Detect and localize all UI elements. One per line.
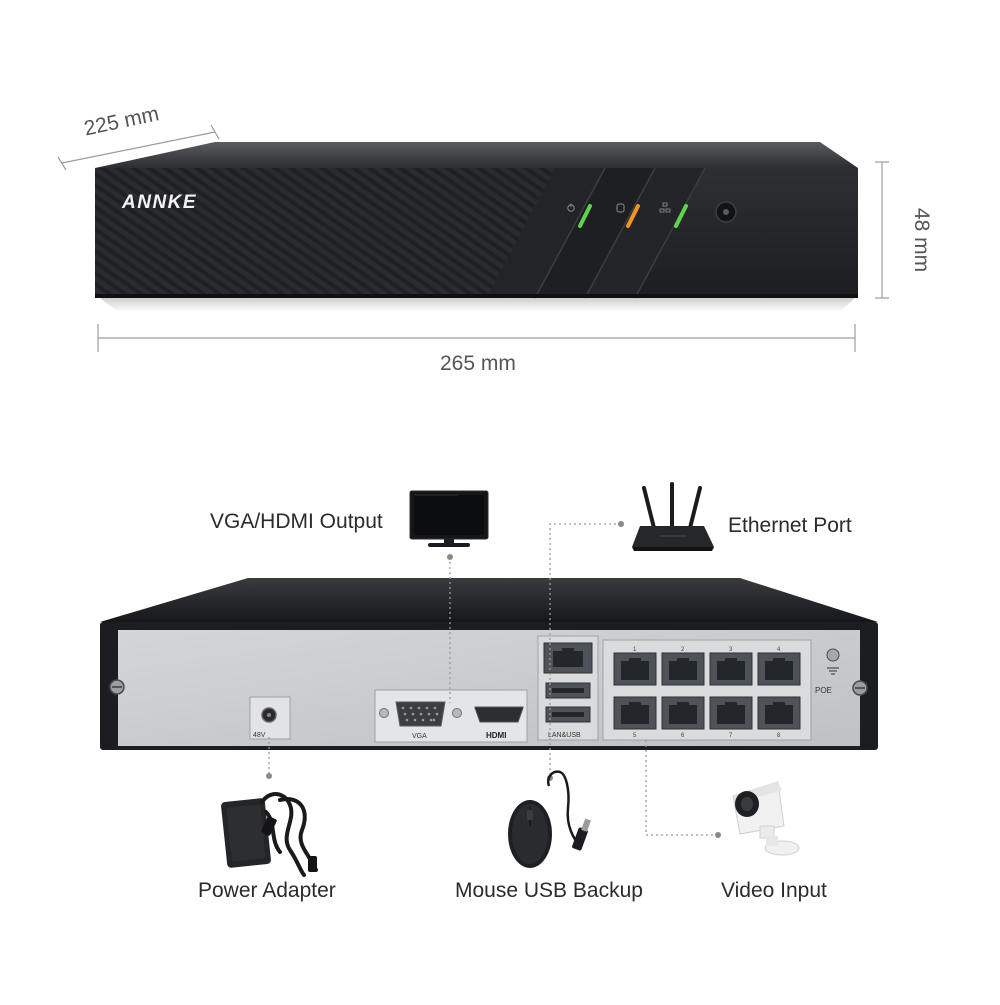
power-input-port: 48V [249,696,291,740]
hdd-led [626,204,640,228]
poe-port-number: 8 [777,733,781,739]
poe-port [661,652,705,686]
mouse-usb-backup-label: Mouse USB Backup [455,879,643,902]
connector-dots [266,521,721,838]
vga-port-label: VGA [412,733,427,740]
network-led [674,204,688,228]
poe-port-number: 7 [729,733,733,739]
height-dimension-label: 48 mm [910,207,933,273]
dimension-lines [57,124,889,352]
hdmi-port: HDMI [474,706,524,740]
nvr-top-lid [95,142,858,168]
ethernet-port-label: Ethernet Port [728,514,852,537]
power-led [578,204,592,228]
poe-port-number: 5 [633,733,637,739]
poe-port [709,652,753,686]
nvr-shadow [100,298,855,312]
lan-usb-label: LAN&USB [548,732,581,739]
router-icon [632,482,714,551]
nvr-front-view: ANNKE [95,142,858,312]
left-screw-icon [109,679,125,695]
connector-lines [268,523,718,836]
poe-port [757,652,801,686]
usb-port-1 [545,682,591,699]
poe-port-number: 6 [681,733,685,739]
power-port-label: 48V [253,732,266,739]
poe-port [709,696,753,730]
poe-port [613,696,657,730]
poe-port-number: 2 [681,647,685,653]
vga-port: VGA [379,701,462,740]
power-adapter-icon [221,792,318,877]
mouse-icon [508,770,591,868]
video-input-label: Video Input [721,879,827,902]
hdmi-port-label: HDMI [486,731,506,740]
ir-receiver-icon [715,201,737,223]
nvr-rear-view: 48V VGA HDMI [100,578,878,750]
width-dimension-label: 265 mm [440,352,516,375]
power-status-icon [567,203,575,212]
nvr-bevel-2 [535,168,655,298]
rear-top-lid [100,578,878,622]
bullet-camera-icon [732,781,800,856]
ground-terminal-icon [826,648,840,675]
lan-port [543,642,593,674]
hdd-status-icon [616,203,625,213]
poe-port [661,696,705,730]
network-status-icon [659,202,671,213]
poe-label: POE [815,686,832,695]
poe-port-number: 4 [777,647,781,653]
usb-port-2 [545,706,591,723]
nvr-bevel-3 [585,168,705,298]
nvr-striped-panel [95,168,555,298]
poe-port-group: 1 2 3 4 5 6 7 8 [613,647,801,739]
power-adapter-label: Power Adapter [198,879,336,902]
poe-port [613,652,657,686]
right-screw-icon [852,680,868,696]
poe-port-number: 3 [729,647,733,653]
poe-port-number: 1 [633,647,637,653]
brand-logo: ANNKE [121,192,197,213]
nvr-bevel-1 [487,168,605,298]
vga-hdmi-output-label: VGA/HDMI Output [210,510,383,533]
monitor-icon [409,490,489,547]
poe-port [757,696,801,730]
